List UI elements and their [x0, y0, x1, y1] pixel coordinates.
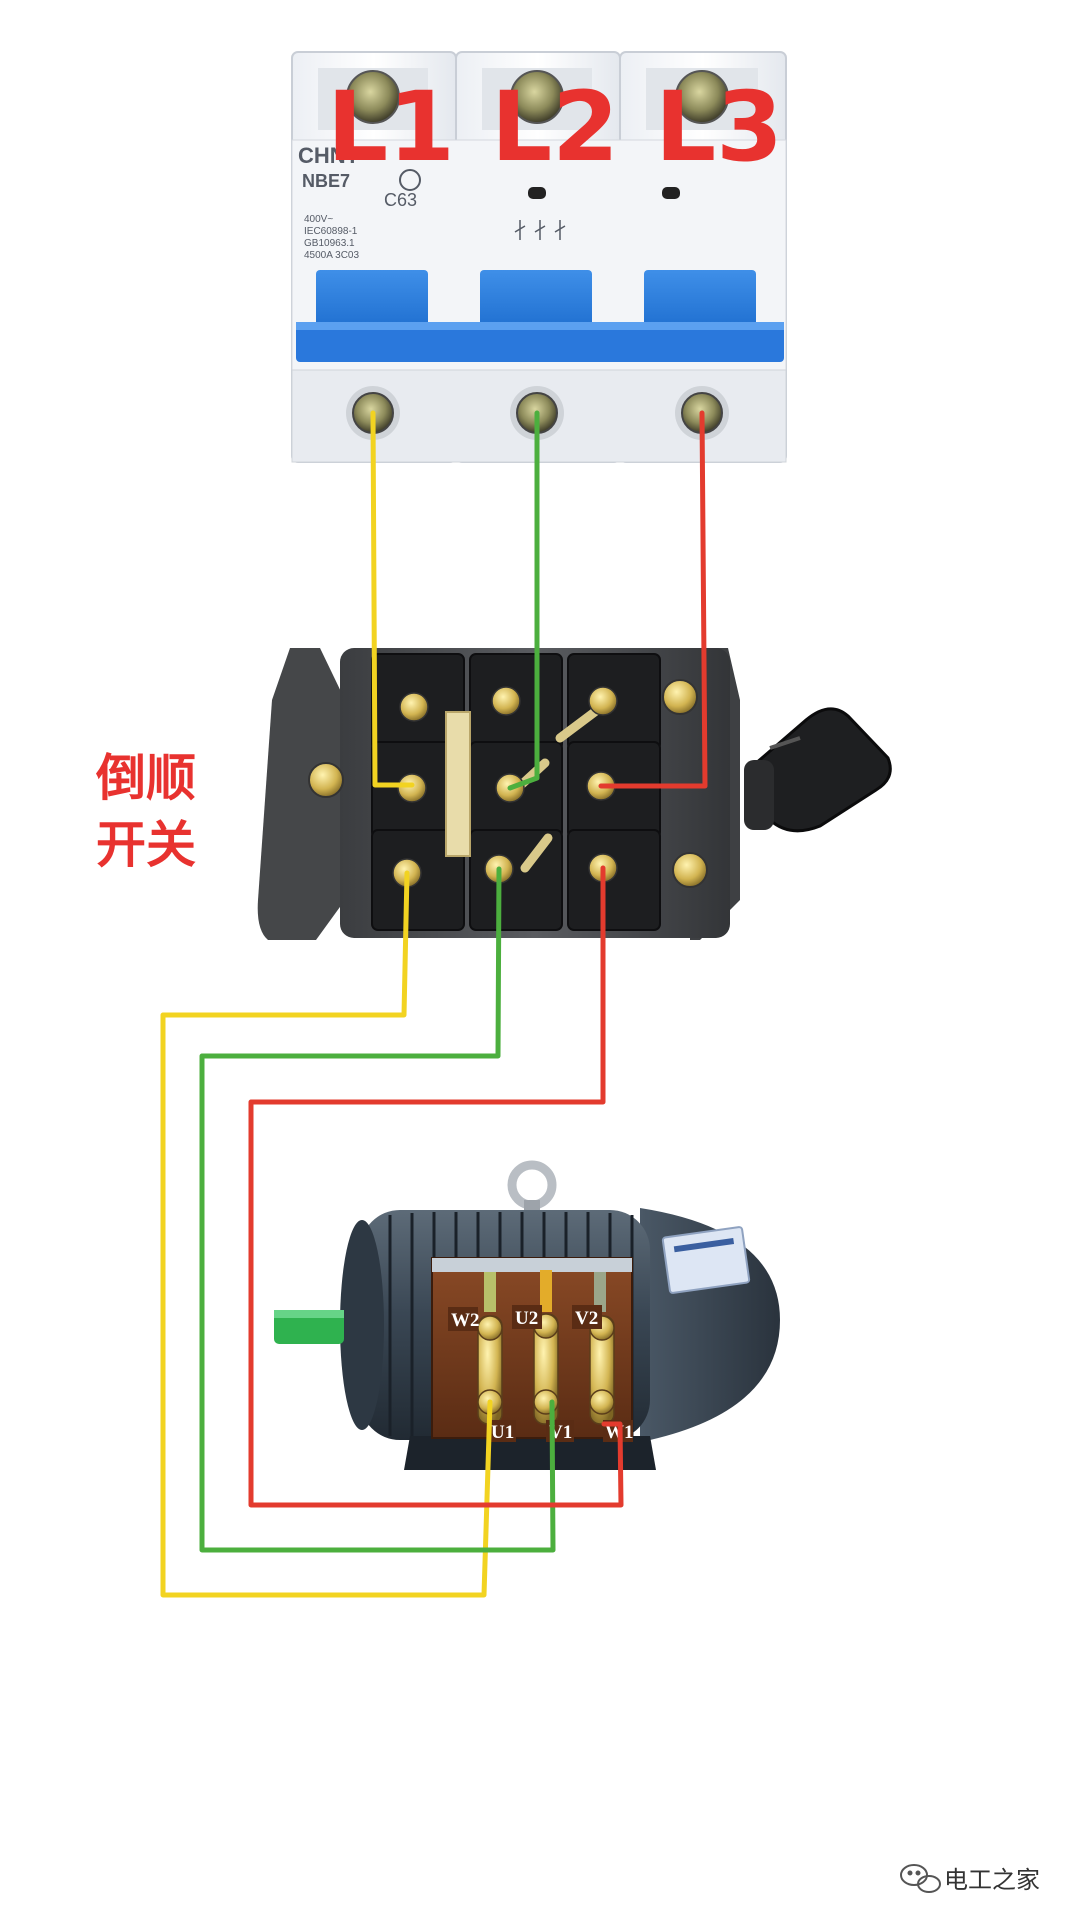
breaker-model: NBE7	[302, 171, 350, 191]
terminal-labels-top: W2 U2 V2	[448, 1305, 602, 1331]
wechat-icon	[900, 1864, 941, 1893]
phase-label-l1: L1	[327, 71, 455, 183]
wire-w1-red	[248, 865, 624, 1508]
svg-text:400V~: 400V~	[304, 214, 333, 225]
switch-bracket	[257, 648, 345, 940]
switch-label-line1: 倒顺	[95, 749, 196, 807]
three-phase-motor: W2 U2 V2 U1 V1 W1	[274, 1160, 780, 1470]
terminal-u1: U1	[491, 1422, 514, 1443]
wire-l3-red	[598, 410, 708, 789]
svg-text:IEC60898-1: IEC60898-1	[304, 226, 358, 237]
wire-l1-yellow	[370, 410, 415, 788]
wire-l2-green	[507, 410, 540, 791]
circuit-breaker: CHNT NBE7 C63 400V~ IEC60898-1 GB10963.1…	[291, 51, 787, 463]
wires	[160, 410, 708, 1598]
terminal-w2: W2	[451, 1310, 480, 1331]
indicator-window	[662, 187, 680, 199]
breaker-spec: 400V~ IEC60898-1 GB10963.1 4500A 3C03	[304, 214, 359, 261]
watermark-text: 电工之家	[944, 1866, 1040, 1894]
switch-jumper-bar	[445, 711, 471, 857]
motor-feet	[404, 1436, 656, 1470]
svg-text:4500A 3C03: 4500A 3C03	[304, 250, 359, 261]
phase-label-l2: L2	[491, 71, 619, 183]
switch-mount-screws	[308, 679, 708, 888]
breaker-symbol	[514, 220, 566, 240]
switch-label-line2: 开关	[96, 816, 196, 874]
wire-u1-yellow	[160, 870, 493, 1598]
terminal-u2: U2	[515, 1308, 538, 1329]
motor-terminal-box: W2 U2 V2 U1 V1 W1	[431, 1257, 634, 1443]
wire-v1-green	[199, 866, 556, 1553]
phase-label-l3: L3	[655, 71, 783, 183]
switch-handle[interactable]	[744, 707, 892, 833]
indicator-window	[528, 187, 546, 199]
terminal-v1: V1	[549, 1422, 572, 1443]
motor-nameplate	[661, 1226, 751, 1294]
ccc-mark	[399, 169, 421, 191]
motor-shaft	[274, 1310, 344, 1344]
breaker-rating: C63	[384, 190, 417, 210]
reversing-switch: 倒顺 开关	[95, 648, 892, 940]
svg-text:GB10963.1: GB10963.1	[304, 238, 355, 249]
terminal-v2: V2	[575, 1308, 598, 1329]
watermark: 电工之家	[900, 1864, 1040, 1894]
breaker-lever[interactable]	[296, 270, 784, 362]
breaker-brand: CHNT	[298, 143, 360, 168]
breaker-top-terminals	[318, 68, 758, 130]
